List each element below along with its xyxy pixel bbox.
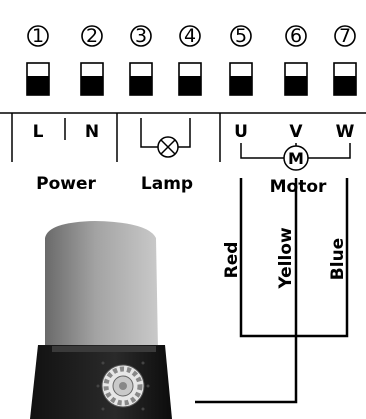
opener-base bbox=[30, 345, 172, 419]
terminal-letter-w: W bbox=[336, 122, 355, 142]
terminal-3: 3 bbox=[130, 25, 152, 47]
cable-wires bbox=[195, 178, 349, 404]
power-caption: Power bbox=[36, 174, 96, 194]
terminal-number: 4 bbox=[184, 25, 196, 47]
terminal-screw bbox=[284, 62, 308, 96]
terminal-6: 6 bbox=[285, 25, 307, 47]
gear-icon bbox=[101, 364, 145, 408]
terminal-screw bbox=[178, 62, 202, 96]
terminal-screws bbox=[26, 62, 357, 96]
terminal-screw bbox=[333, 62, 357, 96]
motor-icon bbox=[283, 145, 309, 171]
terminal-screw bbox=[129, 62, 153, 96]
motor-symbol: M bbox=[288, 149, 304, 168]
terminal-screw bbox=[26, 62, 50, 96]
terminal-dividers bbox=[11, 113, 221, 162]
terminal-letter-l: L bbox=[33, 122, 44, 142]
terminal-7: 7 bbox=[334, 25, 356, 47]
terminal-1: 1 bbox=[27, 25, 49, 47]
motor-caption: Motor bbox=[270, 177, 327, 197]
terminal-number: 6 bbox=[290, 25, 302, 47]
wire-label-red: Red bbox=[222, 242, 242, 279]
opener-vent-holes bbox=[96, 361, 150, 411]
opener-cover bbox=[45, 221, 158, 350]
terminal-letter-n: N bbox=[85, 122, 99, 142]
terminal-letter-v: V bbox=[289, 122, 303, 142]
terminal-number: 1 bbox=[32, 25, 44, 47]
terminal-screw bbox=[80, 62, 104, 96]
terminal-screw bbox=[229, 62, 253, 96]
terminal-2: 2 bbox=[81, 25, 103, 47]
terminal-number: 5 bbox=[235, 25, 247, 47]
opener-plate bbox=[52, 346, 156, 352]
terminal-number: 3 bbox=[135, 25, 147, 47]
lamp-caption: Lamp bbox=[141, 174, 193, 194]
motor-circuit bbox=[240, 143, 351, 171]
wire-label-blue: Blue bbox=[328, 238, 348, 280]
terminal-number: 7 bbox=[339, 25, 351, 47]
lamp-icon bbox=[157, 136, 179, 158]
terminal-5: 5 bbox=[230, 25, 252, 47]
wire-label-yellow: Yellow bbox=[276, 227, 296, 290]
terminal-number: 2 bbox=[86, 25, 98, 47]
terminal-4: 4 bbox=[179, 25, 201, 47]
lamp-circuit bbox=[140, 118, 191, 158]
terminal-letter-u: U bbox=[234, 122, 248, 142]
gate-opener-image bbox=[30, 221, 172, 419]
